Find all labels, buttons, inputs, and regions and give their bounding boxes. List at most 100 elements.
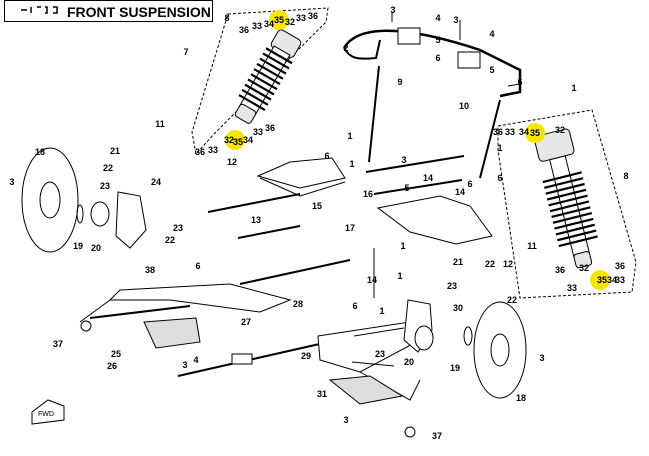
part-callout-5: 5 [404,183,409,193]
part-callout-6: 6 [497,173,502,183]
part-callout-35: 35 [274,15,284,25]
left-knuckle [115,191,147,249]
part-callout-36: 36 [308,11,318,21]
part-callout-4: 4 [435,13,440,23]
part-callout-33: 33 [253,127,263,137]
part-callout-5: 5 [435,35,440,45]
bolt-28 [177,337,347,377]
bar-bracket-left [397,27,421,45]
part-callout-11: 11 [155,119,165,129]
part-callout-6: 6 [352,301,357,311]
part-callout-36: 36 [239,25,249,35]
part-callout-23: 23 [447,281,457,291]
part-callout-23: 23 [173,223,183,233]
left-skid-plate [143,317,201,349]
part-callout-6: 6 [435,53,440,63]
part-callout-18: 18 [35,147,45,157]
part-callout-27: 27 [241,317,251,327]
part-callout-33: 33 [615,275,625,285]
ball-joint-37-left [80,320,92,332]
part-callout-33: 33 [208,145,218,155]
part-callout-4: 4 [489,29,494,39]
part-callout-28: 28 [293,299,303,309]
page-title: FRONT SUSPENSION [67,4,211,20]
part-callout-31: 31 [317,389,327,399]
part-callout-35: 35 [233,137,243,147]
title-box: FRONT SUSPENSION [4,0,213,22]
left-upper-a-arm [256,157,346,189]
part-callout-13: 13 [251,215,261,225]
part-callout-6: 6 [467,179,472,189]
part-callout-33: 33 [252,21,262,31]
part-callout-29: 29 [301,351,311,361]
part-callout-14: 14 [455,187,465,197]
part-callout-5: 5 [489,65,494,75]
part-callout-1: 1 [347,131,352,141]
part-callout-16: 16 [363,189,373,199]
upper-left-shock-frame [191,7,329,156]
part-callout-12: 12 [227,157,237,167]
part-callout-1: 1 [349,159,354,169]
part-callout-21: 21 [110,146,120,156]
part-callout-1: 1 [497,143,502,153]
title-prefix-graphic [21,6,58,14]
part-callout-22: 22 [507,295,517,305]
stabilizer-bar [342,29,522,98]
part-callout-35: 35 [530,128,540,138]
upper-left-shock [234,29,302,124]
part-callout-6: 6 [195,261,200,271]
part-callout-36: 36 [195,147,205,157]
part-callout-37: 37 [432,431,442,441]
part-callout-26: 26 [107,361,117,371]
part-callout-21: 21 [453,257,463,267]
part-callout-3: 3 [390,5,395,15]
upper-right-shock-frame [497,109,637,299]
part-callout-33: 33 [296,13,306,23]
bolt-26 [89,305,191,319]
part-callout-17: 17 [345,223,355,233]
part-callout-7: 7 [183,47,188,57]
right-bearing [414,325,434,351]
highlight-circle [225,130,245,150]
part-callout-3: 3 [9,177,14,187]
part-callout-14: 14 [423,173,433,183]
highlight-circle [525,123,545,143]
part-callout-33: 33 [505,127,515,137]
part-callout-3: 3 [182,360,187,370]
part-callout-32: 32 [579,263,589,273]
svg-text:FWD: FWD [38,411,54,418]
right-skid-plate [328,375,404,405]
part-callout-8: 8 [623,171,628,181]
bolt-14-lower [239,259,351,285]
left-circlip [76,204,84,224]
part-callout-12: 12 [503,259,513,269]
part-callout-1: 1 [397,271,402,281]
part-callout-19: 19 [450,363,460,373]
part-callout-10: 10 [459,101,469,111]
part-callout-1: 1 [379,306,384,316]
part-callout-15: 15 [312,201,322,211]
left-lower-a-arm [108,283,292,313]
bar-bracket-right [457,51,481,69]
part-callout-33: 33 [567,283,577,293]
part-callout-2: 2 [343,43,348,53]
part-callout-18: 18 [516,393,526,403]
part-callout-8: 8 [224,13,229,23]
part-callout-3: 3 [453,15,458,25]
part-callout-23: 23 [100,181,110,191]
part-callout-3: 3 [343,415,348,425]
bolt-14 [237,225,301,239]
bolt-13 [207,193,301,213]
bolt-16 [373,179,463,195]
part-callout-24: 24 [151,177,161,187]
part-callout-11: 11 [527,241,537,251]
part-callout-32: 32 [285,17,295,27]
highlight-circle [590,270,610,290]
part-callout-1: 1 [400,241,405,251]
link-rod-right [479,99,501,179]
part-callout-36: 36 [615,261,625,271]
leader-lines [351,12,521,367]
left-bearing [90,201,110,227]
